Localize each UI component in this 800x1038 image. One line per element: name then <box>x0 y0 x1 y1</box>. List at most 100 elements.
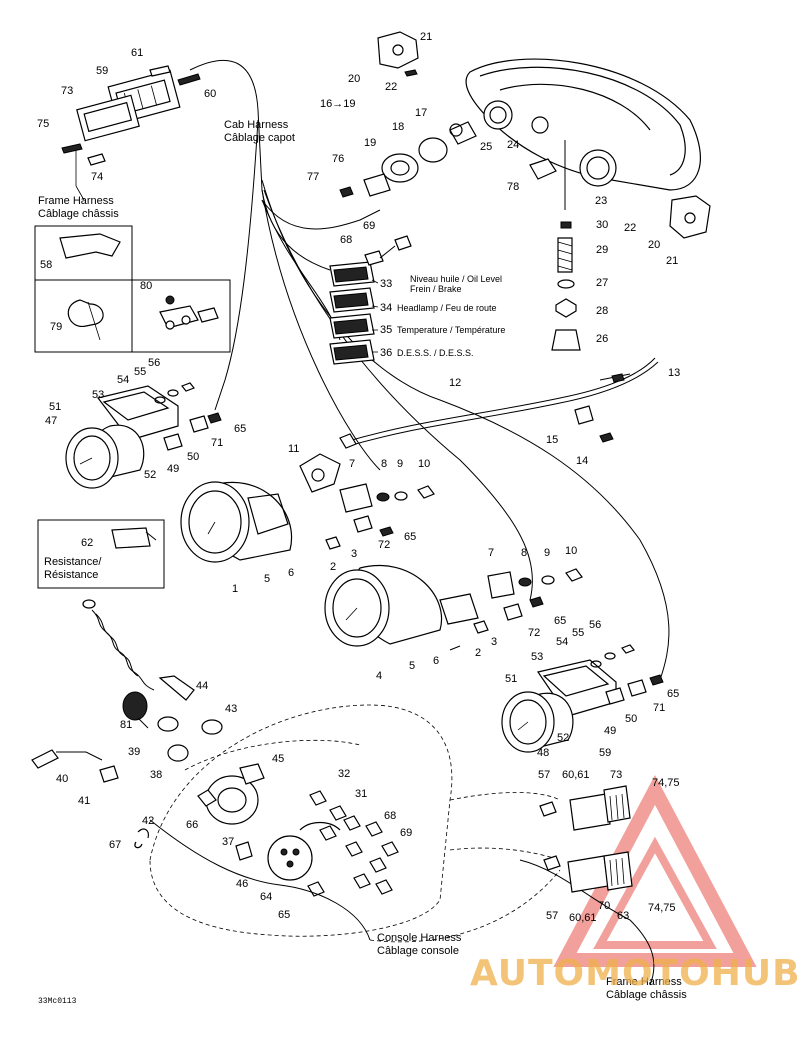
callout-12: 12 <box>449 377 461 389</box>
connector-76-77 <box>339 173 391 198</box>
indicator-33-label: 33 Niveau huile / Oil Level Frein / Brak… <box>371 274 502 294</box>
indicator-34-text-1: Headlamp / Feu de route <box>397 303 497 313</box>
fuse-block-upper <box>539 785 631 831</box>
resistance-fr: Résistance <box>44 569 98 581</box>
callout-25: 25 <box>480 141 492 153</box>
callout-65: 65 <box>404 531 416 543</box>
speedometer-4 <box>324 564 583 651</box>
callout-65: 65 <box>278 909 290 921</box>
callout-74: 74 <box>91 171 103 183</box>
frame-harness-bottom-en: Frame Harness <box>606 976 682 988</box>
connector-group-top-left <box>61 65 201 201</box>
callout-7: 7 <box>488 547 494 559</box>
callout-3: 3 <box>491 636 497 648</box>
callout-6: 6 <box>433 655 439 667</box>
callout-7: 7 <box>349 458 355 470</box>
callout-51: 51 <box>505 673 517 685</box>
callout-54: 54 <box>117 374 129 386</box>
bracket-20-top <box>377 31 419 77</box>
callout-50: 50 <box>187 451 199 463</box>
callout-5: 5 <box>264 573 270 585</box>
callout-22: 22 <box>624 222 636 234</box>
callout-73: 73 <box>61 85 73 97</box>
callout-65: 65 <box>234 423 246 435</box>
inset-box-80 <box>131 279 231 353</box>
callout-53: 53 <box>92 389 104 401</box>
headlamp-assembly <box>465 58 701 210</box>
callout-14: 14 <box>576 455 588 467</box>
callout-40: 40 <box>56 773 68 785</box>
indicator-33-num: 33 <box>380 278 392 290</box>
frame-harness-top-en: Frame Harness <box>38 195 114 207</box>
callout-21: 21 <box>666 255 678 267</box>
inset-box-58 <box>34 225 133 281</box>
callout-5: 5 <box>409 660 415 672</box>
callout-50: 50 <box>625 713 637 725</box>
callout-9: 9 <box>397 458 403 470</box>
callout-41: 41 <box>78 795 90 807</box>
callout-79: 79 <box>50 321 62 333</box>
callout-72: 72 <box>528 627 540 639</box>
callout-42: 42 <box>142 815 154 827</box>
callout-68: 68 <box>340 234 352 246</box>
callout-65: 65 <box>667 688 679 700</box>
frame-harness-top-fr: Câblage châssis <box>38 208 119 220</box>
callout-2: 2 <box>475 647 481 659</box>
callout-65: 65 <box>554 615 566 627</box>
callout-1: 1 <box>232 583 238 595</box>
callout-56: 56 <box>148 357 160 369</box>
resistance-en: Resistance/ <box>44 556 102 568</box>
indicator-35-label: 35 Temperature / Température <box>372 324 505 336</box>
callout-59: 59 <box>96 65 108 77</box>
callout-63: 63 <box>617 910 629 922</box>
callout-60-61: 60,61 <box>569 912 597 924</box>
callout-52: 52 <box>144 469 156 481</box>
cab-harness-fr: Câblage capot <box>224 132 295 144</box>
callout-69: 69 <box>400 827 412 839</box>
indicator-36-num: 36 <box>380 347 392 359</box>
callout-56: 56 <box>589 619 601 631</box>
watermark-wordmark: AUTOMOTOHUB <box>470 953 800 994</box>
console-harness-wires <box>149 792 655 986</box>
adjuster-stack-23-30 <box>551 221 581 351</box>
callout-48: 48 <box>537 747 549 759</box>
callout-19: 19 <box>364 137 376 149</box>
callout-17: 17 <box>415 107 427 119</box>
cab-harness-label: Cab Harness Câblage capot <box>224 119 295 144</box>
callout-32: 32 <box>338 768 350 780</box>
watermark-text: AUTOMOTOHUB <box>470 953 800 994</box>
callout-72: 72 <box>378 539 390 551</box>
bulb-socket-17-19 <box>381 121 477 183</box>
speedo-cable-12 <box>339 357 659 449</box>
callout-53: 53 <box>531 651 543 663</box>
indicator-36-text-1: D.E.S.S. / D.E.S.S. <box>397 348 474 358</box>
indicator-cluster <box>329 235 412 365</box>
callout-8: 8 <box>521 547 527 559</box>
cab-harness-wires <box>189 59 670 681</box>
indicator-36-label: 36 D.E.S.S. / D.E.S.S. <box>372 347 474 359</box>
frame-harness-bottom-fr: Câblage châssis <box>606 989 687 1001</box>
callout-67: 67 <box>109 839 121 851</box>
connector-78 <box>529 158 557 180</box>
callout-43: 43 <box>225 703 237 715</box>
callout-16-19: 16→19 <box>320 98 355 110</box>
indicator-34-num: 34 <box>380 302 392 314</box>
callout-57: 57 <box>538 769 550 781</box>
gauge-upper-left <box>65 382 222 489</box>
console-harness-en: Console Harness <box>377 932 462 944</box>
callout-23: 23 <box>595 195 607 207</box>
callout-73: 73 <box>610 769 622 781</box>
callout-18: 18 <box>392 121 404 133</box>
callout-28: 28 <box>596 305 608 317</box>
callout-54: 54 <box>556 636 568 648</box>
callout-57: 57 <box>546 910 558 922</box>
callout-20: 20 <box>648 239 660 251</box>
callout-78: 78 <box>507 181 519 193</box>
callout-9: 9 <box>544 547 550 559</box>
frame-harness-bottom-label: Frame Harness Câblage châssis <box>606 976 687 1001</box>
callout-26: 26 <box>596 333 608 345</box>
callout-55: 55 <box>572 627 584 639</box>
